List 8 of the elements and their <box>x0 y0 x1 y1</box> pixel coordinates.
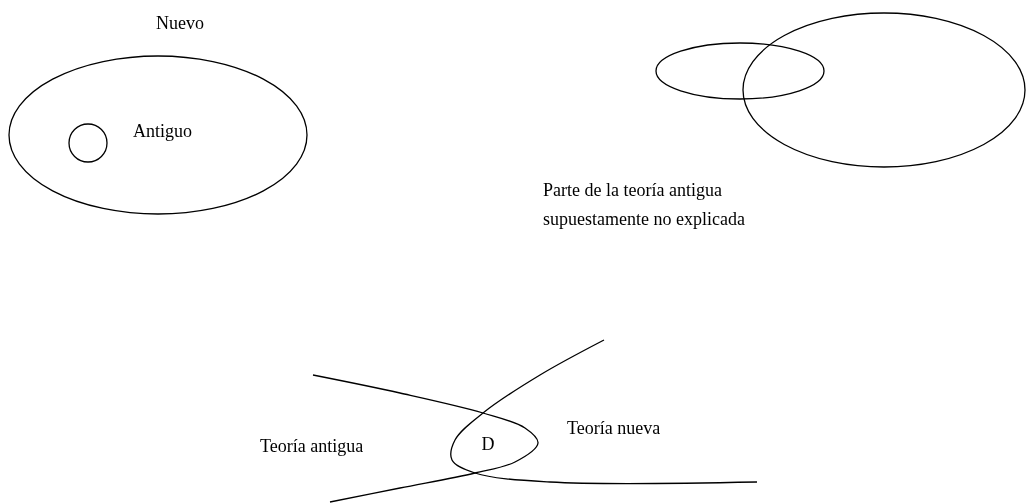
region-label: Teoría nueva <box>567 417 661 440</box>
ellipse <box>742 12 1026 168</box>
note: Parte de la teoría antigua supuestamente no explicada <box>543 179 746 231</box>
circle-caption: Antiguo <box>133 121 192 143</box>
region-label: Teoría antigua <box>260 435 364 458</box>
ellipse <box>655 42 825 100</box>
region-label: D <box>481 434 495 456</box>
heading: Nuevo <box>156 13 204 35</box>
